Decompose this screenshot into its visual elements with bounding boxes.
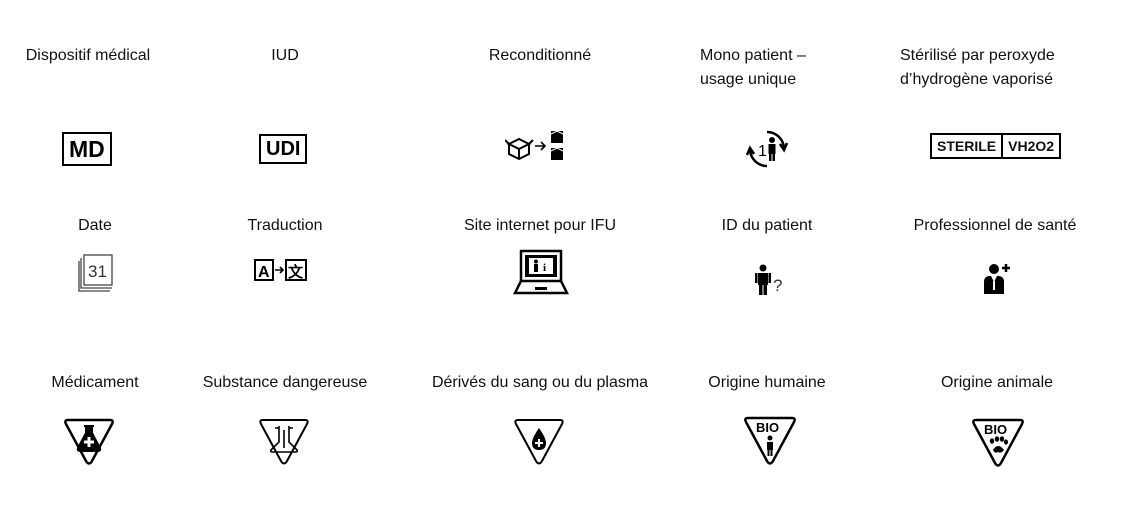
ifu-website-laptop-icon: i	[512, 249, 570, 304]
translation-source-letter: A	[258, 264, 270, 281]
label-professionnel-sante: Professionnel de santé	[913, 217, 1077, 234]
label-id-patient: ID du patient	[721, 217, 813, 234]
animal-origin-bio-text: BIO	[984, 422, 1007, 437]
animal-origin-bio-icon: BIO	[970, 416, 1026, 473]
vh2o2-text: VH2O2	[1008, 138, 1055, 154]
single-patient-number: 1	[758, 143, 767, 160]
blood-plasma-derivative-icon	[512, 416, 566, 471]
health-professional-icon	[982, 262, 1012, 301]
label-date: Date	[78, 217, 112, 234]
label-sterilise-line1: Stérilisé par peroxyde	[900, 47, 1055, 64]
label-origine-animale: Origine animale	[940, 374, 1054, 391]
label-sterilise-line2: d’hydrogène vaporisé	[900, 71, 1053, 88]
label-mono-patient-line2: usage unique	[700, 71, 797, 88]
hazardous-substance-icon	[257, 416, 311, 471]
ifu-info-letter: i	[543, 262, 546, 274]
md-text: MD	[62, 132, 112, 166]
sterile-vh2o2-icon: STERILE VH2O2	[930, 133, 1062, 159]
label-mono-patient: Mono patient – usage unique	[700, 44, 870, 92]
label-iud: IUD	[271, 47, 299, 64]
label-site-internet-ifu: Site internet pour IFU	[463, 217, 617, 234]
label-reconditionne: Reconditionné	[488, 47, 592, 64]
label-medicament: Médicament	[51, 374, 139, 391]
patient-id-icon: ?	[754, 264, 788, 301]
single-patient-multiple-use-icon: 1	[745, 128, 789, 175]
translation-target-glyph: 文	[288, 263, 304, 281]
udi-icon: UDI	[259, 134, 308, 164]
label-origine-humaine: Origine humaine	[708, 374, 826, 391]
translation-icon: A 文	[253, 257, 309, 288]
calendar-icon: 31	[78, 253, 116, 298]
label-dispositif-medical: Dispositif médical	[25, 47, 151, 64]
repackaged-icon	[504, 128, 577, 169]
human-origin-bio-icon: BIO	[742, 414, 798, 471]
medical-device-icon: MD	[62, 132, 112, 166]
label-sterilise-vh2o2: Stérilisé par peroxyde d’hydrogène vapor…	[900, 44, 1100, 92]
label-mono-patient-line1: Mono patient –	[700, 47, 806, 64]
calendar-day: 31	[88, 262, 107, 281]
label-substance-dangereuse: Substance dangereuse	[202, 374, 368, 391]
label-derives-sang-plasma: Dérivés du sang ou du plasma	[431, 374, 649, 391]
human-origin-bio-text: BIO	[756, 420, 779, 435]
label-traduction: Traduction	[247, 217, 323, 234]
sterile-text: STERILE	[932, 135, 1004, 157]
udi-text: UDI	[259, 134, 308, 164]
medicinal-substance-icon	[62, 416, 116, 471]
patient-id-question: ?	[773, 276, 782, 295]
